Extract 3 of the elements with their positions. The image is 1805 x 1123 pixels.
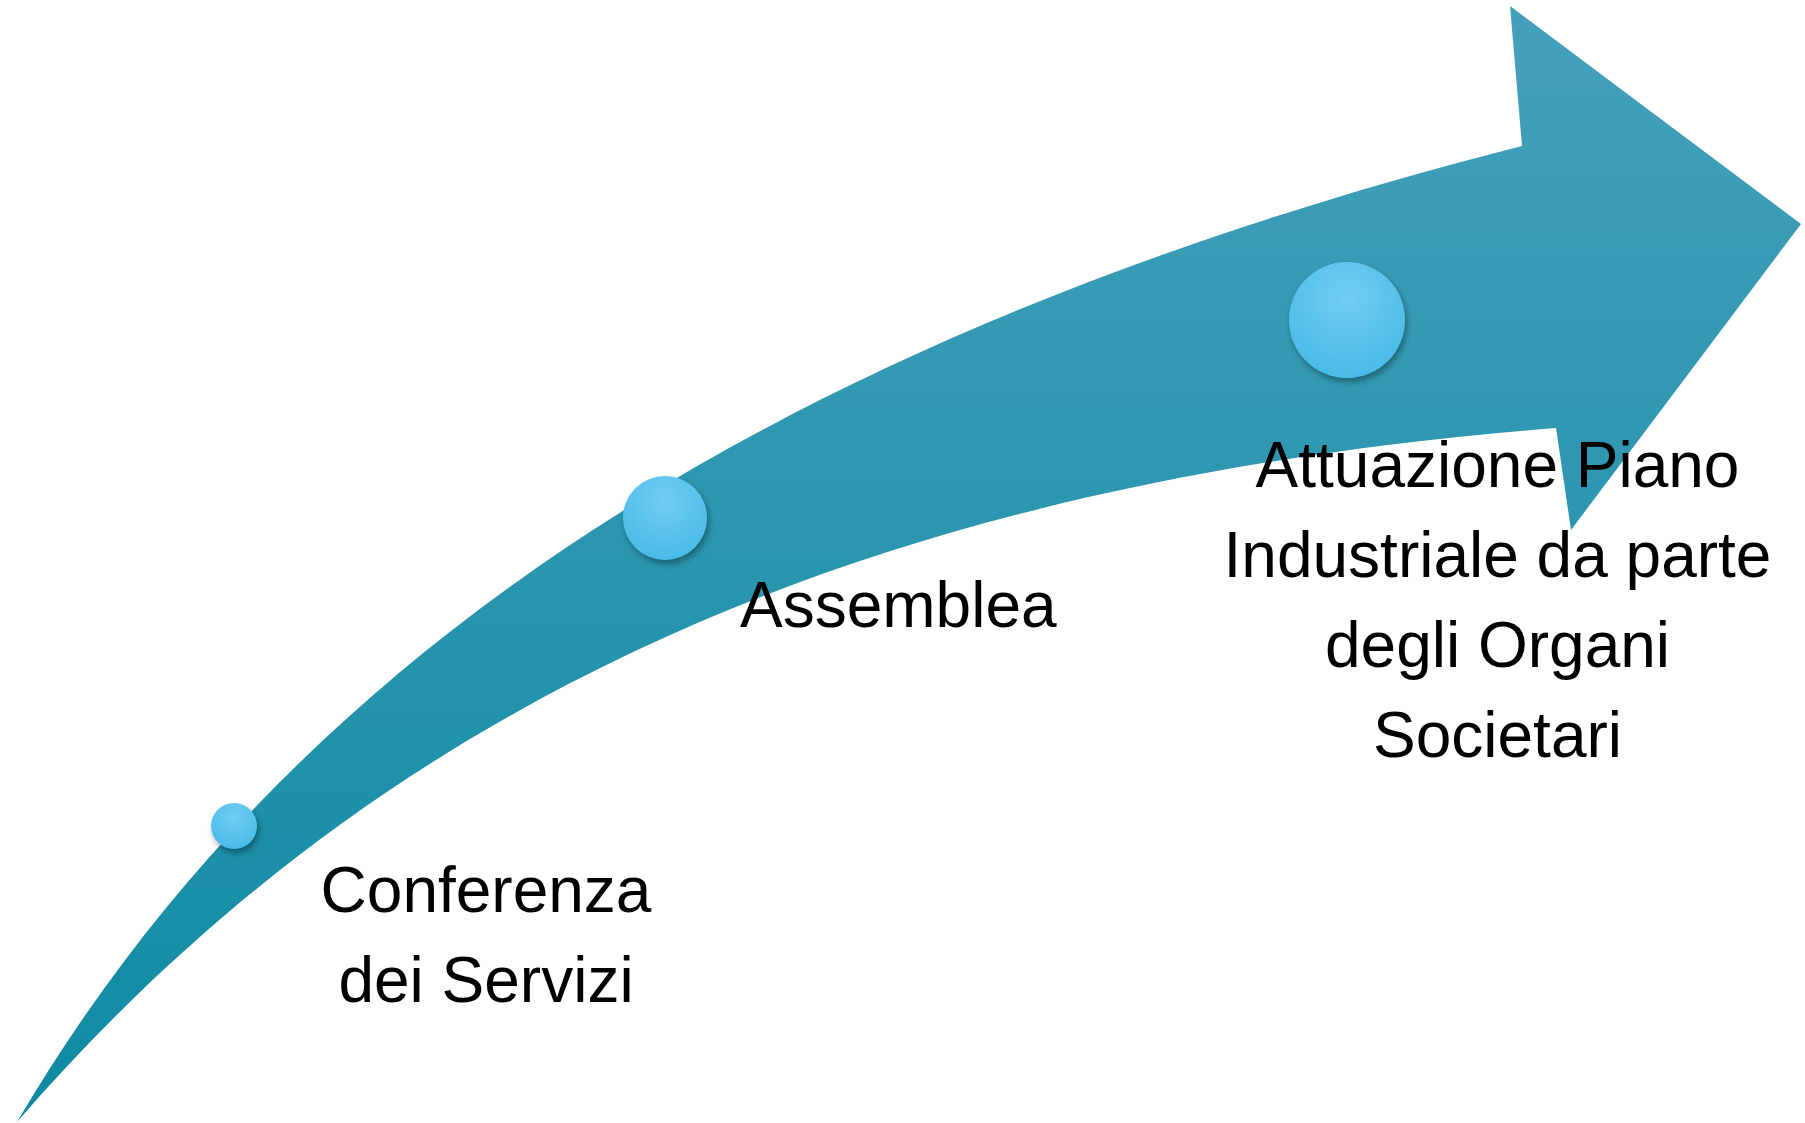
milestone-label: Assemblea: [740, 568, 1058, 643]
milestone-dot: [211, 803, 257, 849]
milestone-label: Conferenza dei Servizi: [319, 853, 653, 1018]
